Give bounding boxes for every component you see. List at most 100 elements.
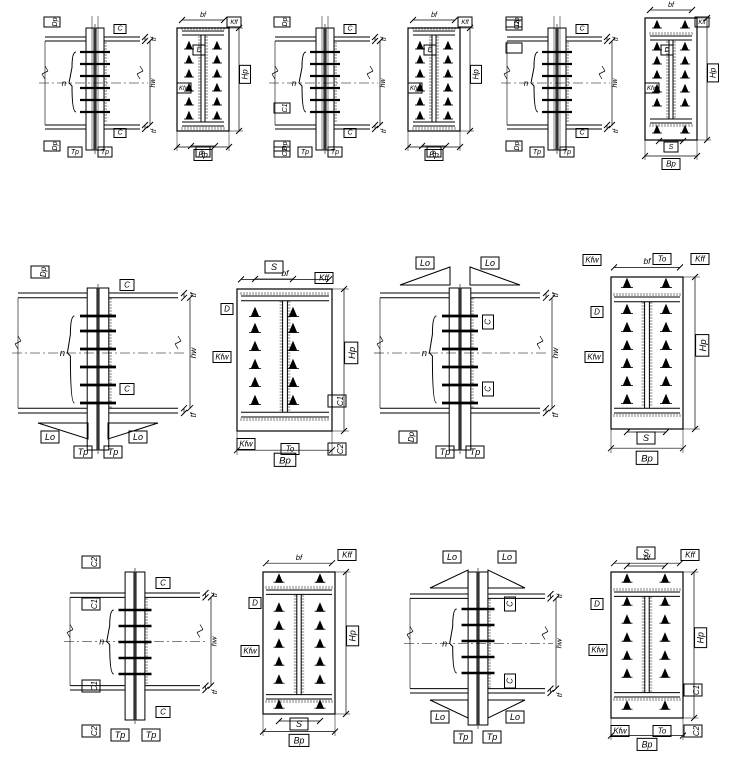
dim-tick (655, 137, 663, 145)
break-mark (271, 73, 276, 80)
label-tp: Tp (487, 732, 498, 742)
bolt-icon (274, 674, 284, 684)
label-c: C (124, 281, 130, 290)
label-lo: Lo (447, 552, 457, 562)
tag-bp: Bp (661, 158, 681, 170)
label-c: C (160, 708, 166, 717)
end-plate-right (135, 571, 146, 721)
label-box (635, 450, 659, 465)
bolt-icon (416, 68, 424, 78)
tag-kff: Kff (314, 272, 334, 284)
label-box (43, 140, 61, 152)
dim-tick (178, 16, 186, 24)
tag-d: D (590, 306, 604, 318)
tag-d: D (590, 598, 604, 610)
label-s: S (201, 149, 206, 156)
dim-tick (211, 142, 219, 150)
label-c1: C1 (282, 103, 289, 112)
tag-s: S (426, 146, 442, 158)
dim-tick (202, 594, 209, 601)
dim-tick (409, 16, 417, 24)
label-hp: Hp (709, 67, 718, 78)
label-kfw: Kfw (585, 256, 600, 265)
label-box (81, 679, 101, 693)
label-d: D (196, 47, 201, 54)
tag-kff: Kff (457, 16, 473, 28)
end-plate-right (460, 287, 472, 451)
label-c2: C2 (336, 443, 345, 454)
label-kff: Kff (342, 551, 353, 560)
label-box (176, 82, 192, 94)
tag-bp: Bp (635, 450, 659, 465)
break-mark (69, 624, 74, 630)
label-s: S (669, 144, 674, 151)
label-hw: hw (188, 347, 198, 359)
label-box (240, 645, 260, 657)
bolt-icon (660, 573, 670, 583)
label-kfw: Kfw (243, 647, 258, 656)
tag-c: C (575, 128, 589, 138)
tag-c: C (504, 596, 516, 612)
tag-kfw: Kfw (176, 82, 192, 94)
bolt-icon (250, 394, 260, 405)
haunch-bottom-left (429, 699, 469, 719)
n-bracket (298, 51, 307, 113)
tag-c: C (575, 24, 589, 34)
tag-tp: Tp (73, 445, 93, 459)
n-bracket (68, 51, 77, 113)
break-mark (409, 626, 414, 632)
tag-c: C (113, 24, 127, 34)
label-lo: Lo (133, 432, 143, 442)
break-mark (506, 65, 511, 72)
label-box (457, 16, 473, 28)
label-c: C (117, 26, 123, 33)
label-to: To (658, 727, 667, 736)
bolt-icon (653, 97, 661, 107)
dim-tick (376, 37, 384, 45)
break-mark (406, 634, 411, 640)
dim-tick (141, 33, 149, 41)
dim-tick (180, 409, 188, 417)
label-box (343, 24, 357, 34)
bolt-icon (315, 674, 325, 684)
bolt-icon (274, 699, 284, 709)
bolt-icon (660, 700, 670, 710)
tag-kff: Kff (337, 549, 357, 561)
haunch-right (469, 266, 521, 286)
break-mark (174, 340, 182, 345)
n-bracket (428, 315, 437, 404)
bolt-icon (681, 97, 689, 107)
tag-hp: Hp (239, 64, 251, 84)
tag-c1: C1 (81, 679, 101, 693)
label-box (273, 16, 291, 28)
label-box (636, 737, 658, 751)
tag-kfw: Kfw (212, 351, 232, 363)
label-dp: Dp (39, 266, 48, 277)
break-mark (539, 335, 544, 342)
haunch-top-left (429, 569, 469, 589)
dim-tick (610, 559, 618, 567)
end-plate-outline (407, 27, 461, 132)
label-box (694, 627, 708, 649)
break-mark (136, 70, 144, 75)
tag-c: C (119, 279, 135, 291)
bolt-icon (274, 656, 284, 666)
label-hp: Hp (241, 69, 250, 80)
dim-tick (146, 37, 154, 45)
tag-tp: Tp (559, 146, 575, 158)
tag-to: To (652, 253, 672, 265)
label-tf: tf (210, 592, 219, 597)
label-dp: Dp (514, 17, 521, 26)
label-c2: C2 (90, 556, 99, 567)
label-hp: Hp (347, 346, 358, 359)
bolt-icon (622, 614, 632, 624)
break-mark (366, 70, 374, 75)
dim-tick (371, 125, 379, 133)
label-hw: hw (210, 636, 219, 646)
bolt-icon (660, 632, 670, 642)
dim-tick (186, 404, 194, 412)
dim-tick (542, 289, 550, 297)
